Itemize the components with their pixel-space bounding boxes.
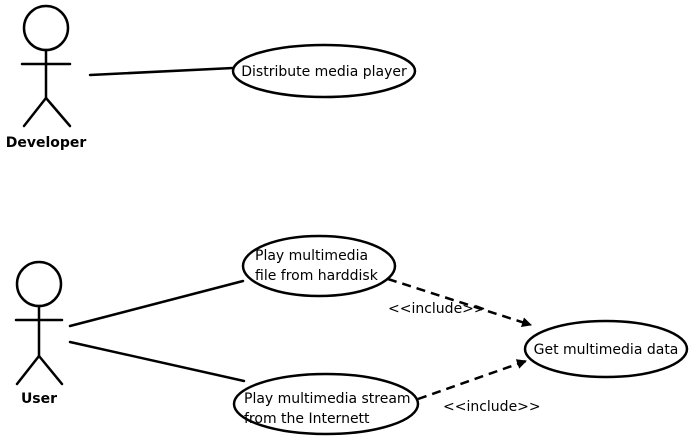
user-actor: User xyxy=(14,260,64,407)
developer-label: Developer xyxy=(6,135,87,151)
developer-head xyxy=(22,4,70,52)
use-case-get-multimedia-data: Get multimedia data xyxy=(523,319,689,379)
association-developer-distribute xyxy=(88,66,235,77)
use-case-label: Get multimedia data xyxy=(534,342,679,358)
developer-actor: Developer xyxy=(6,4,87,151)
include-arrow-internet xyxy=(417,359,527,401)
user-right-leg xyxy=(37,354,64,386)
use-case-label-line-1: Play multimedia xyxy=(255,248,368,264)
use-case-label-line-2: file from harddisk xyxy=(255,268,379,284)
developer-right-leg xyxy=(44,96,72,128)
association-user-play-harddisk xyxy=(68,279,245,328)
use-case-distribute-media-player: Distribute media player xyxy=(231,43,417,99)
use-case-play-from-harddisk: Play multimedia file from harddisk xyxy=(241,234,397,298)
include-arrow-harddisk xyxy=(387,277,532,328)
user-left-leg xyxy=(15,354,41,386)
user-head xyxy=(15,260,63,308)
include-label-2: <<include>> xyxy=(443,399,541,415)
use-case-label-line-2: from the Internett xyxy=(244,411,370,427)
developer-left-leg xyxy=(22,96,48,128)
use-case-label-line-1: Play multimedia stream xyxy=(244,391,411,407)
include-label-1: <<include>> xyxy=(388,301,486,317)
use-case-play-from-internet: Play multimedia stream from the Internet… xyxy=(232,372,420,436)
use-case-label: Distribute media player xyxy=(241,64,407,80)
association-user-play-internet xyxy=(68,340,246,383)
user-label: User xyxy=(21,391,57,407)
